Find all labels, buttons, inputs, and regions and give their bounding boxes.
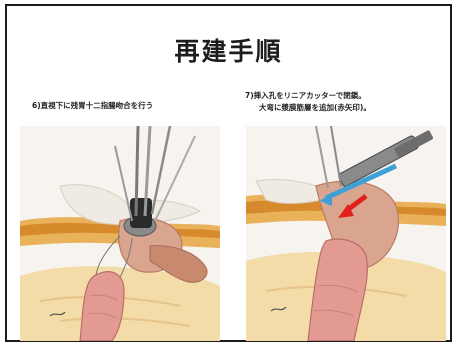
- right-illustration-svg: [246, 126, 446, 341]
- right-caption-line-2: 大弯に漿膜筋層を追加(赤矢印)。: [245, 102, 371, 114]
- left-step-caption: 6)直視下に残胃十二指腸吻合を行う: [32, 100, 153, 112]
- slide-frame: 再建手順 6)直視下に残胃十二指腸吻合を行う 7)挿入孔をリニアカッターで閉鎖。…: [5, 4, 452, 342]
- right-caption-line-1: 7)挿入孔をリニアカッターで閉鎖。: [245, 91, 366, 100]
- right-surgical-illustration: [246, 126, 446, 341]
- right-step-caption: 7)挿入孔をリニアカッターで閉鎖。 大弯に漿膜筋層を追加(赤矢印)。: [245, 90, 371, 114]
- left-surgical-illustration: [20, 126, 220, 341]
- left-illustration-svg: [20, 126, 220, 341]
- slide-title: 再建手順: [7, 32, 450, 68]
